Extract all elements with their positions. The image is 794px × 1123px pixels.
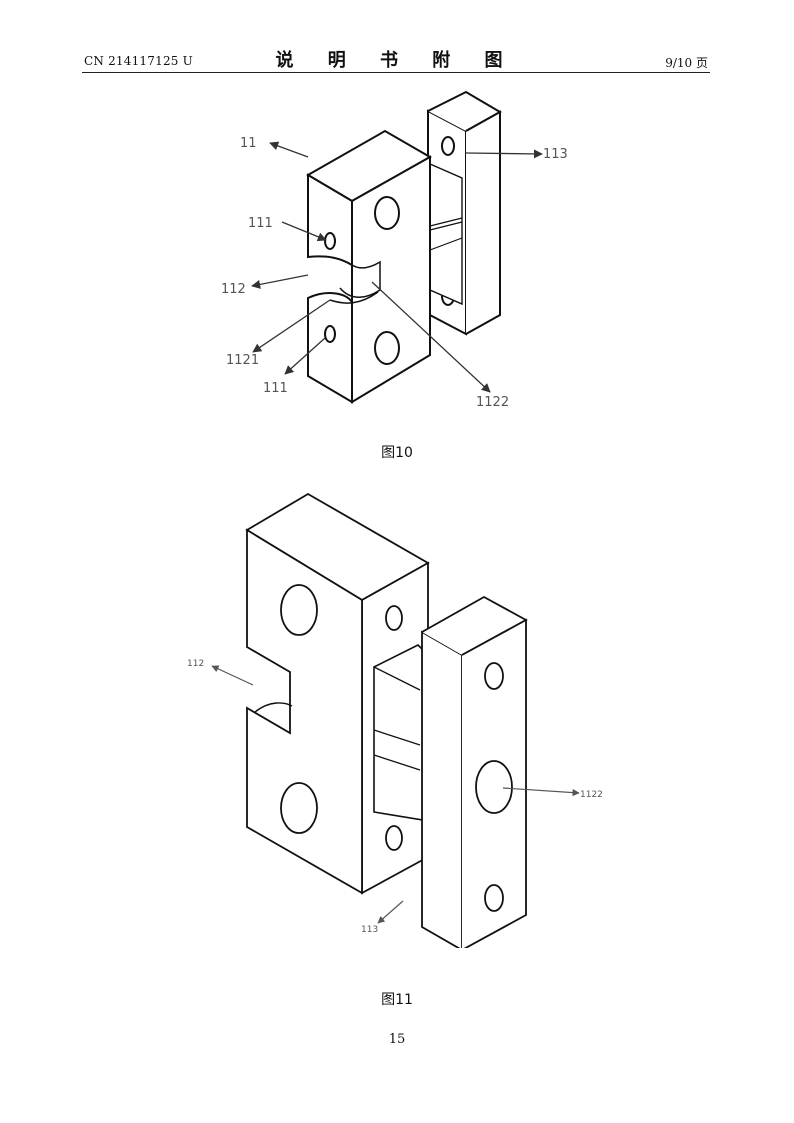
document-title: 说 明 书 附 图 [275, 50, 517, 71]
figure-10-drawing: 11 111 112 1121 111 1122 113 [221, 90, 568, 410]
hole-icon [280, 584, 318, 636]
hole-icon [280, 782, 318, 834]
block-11-front [307, 173, 353, 267]
header-rule [82, 72, 710, 73]
label-111: 111 [248, 216, 273, 231]
hole-icon [484, 662, 504, 690]
figure-10-caption: 图10 [381, 445, 413, 461]
hole-icon [484, 884, 504, 912]
hole-icon [385, 825, 403, 851]
hole-icon [374, 196, 400, 230]
bar-113-front [421, 630, 463, 948]
label-11: 11 [240, 136, 257, 151]
patent-number: CN 214117125 U [84, 54, 193, 68]
label-1122: 1122 [580, 790, 603, 800]
hole-icon [385, 605, 403, 631]
block-11-front [246, 528, 363, 895]
page-number: 15 [388, 1032, 406, 1047]
label-1122: 1122 [476, 395, 509, 410]
label-111: 111 [263, 381, 288, 396]
bar-113-side [461, 618, 527, 948]
figure-11-drawing: 112 1122 113 [187, 492, 603, 948]
page-header: CN 214117125 U 说 明 书 附 图 9/10 页 [82, 44, 710, 74]
bar-113-side [465, 110, 501, 335]
hole-icon [441, 136, 455, 156]
label-113: 113 [361, 925, 378, 935]
label-1121: 1121 [226, 353, 259, 368]
label-112: 112 [187, 659, 204, 669]
figure-11-caption: 图11 [381, 992, 413, 1008]
page-count: 9/10 页 [665, 56, 708, 70]
hole-icon [475, 760, 513, 814]
label-113: 113 [543, 147, 568, 162]
block-11-side [351, 155, 431, 404]
hole-icon [324, 325, 336, 343]
hole-icon [374, 331, 400, 365]
label-112: 112 [221, 282, 246, 297]
